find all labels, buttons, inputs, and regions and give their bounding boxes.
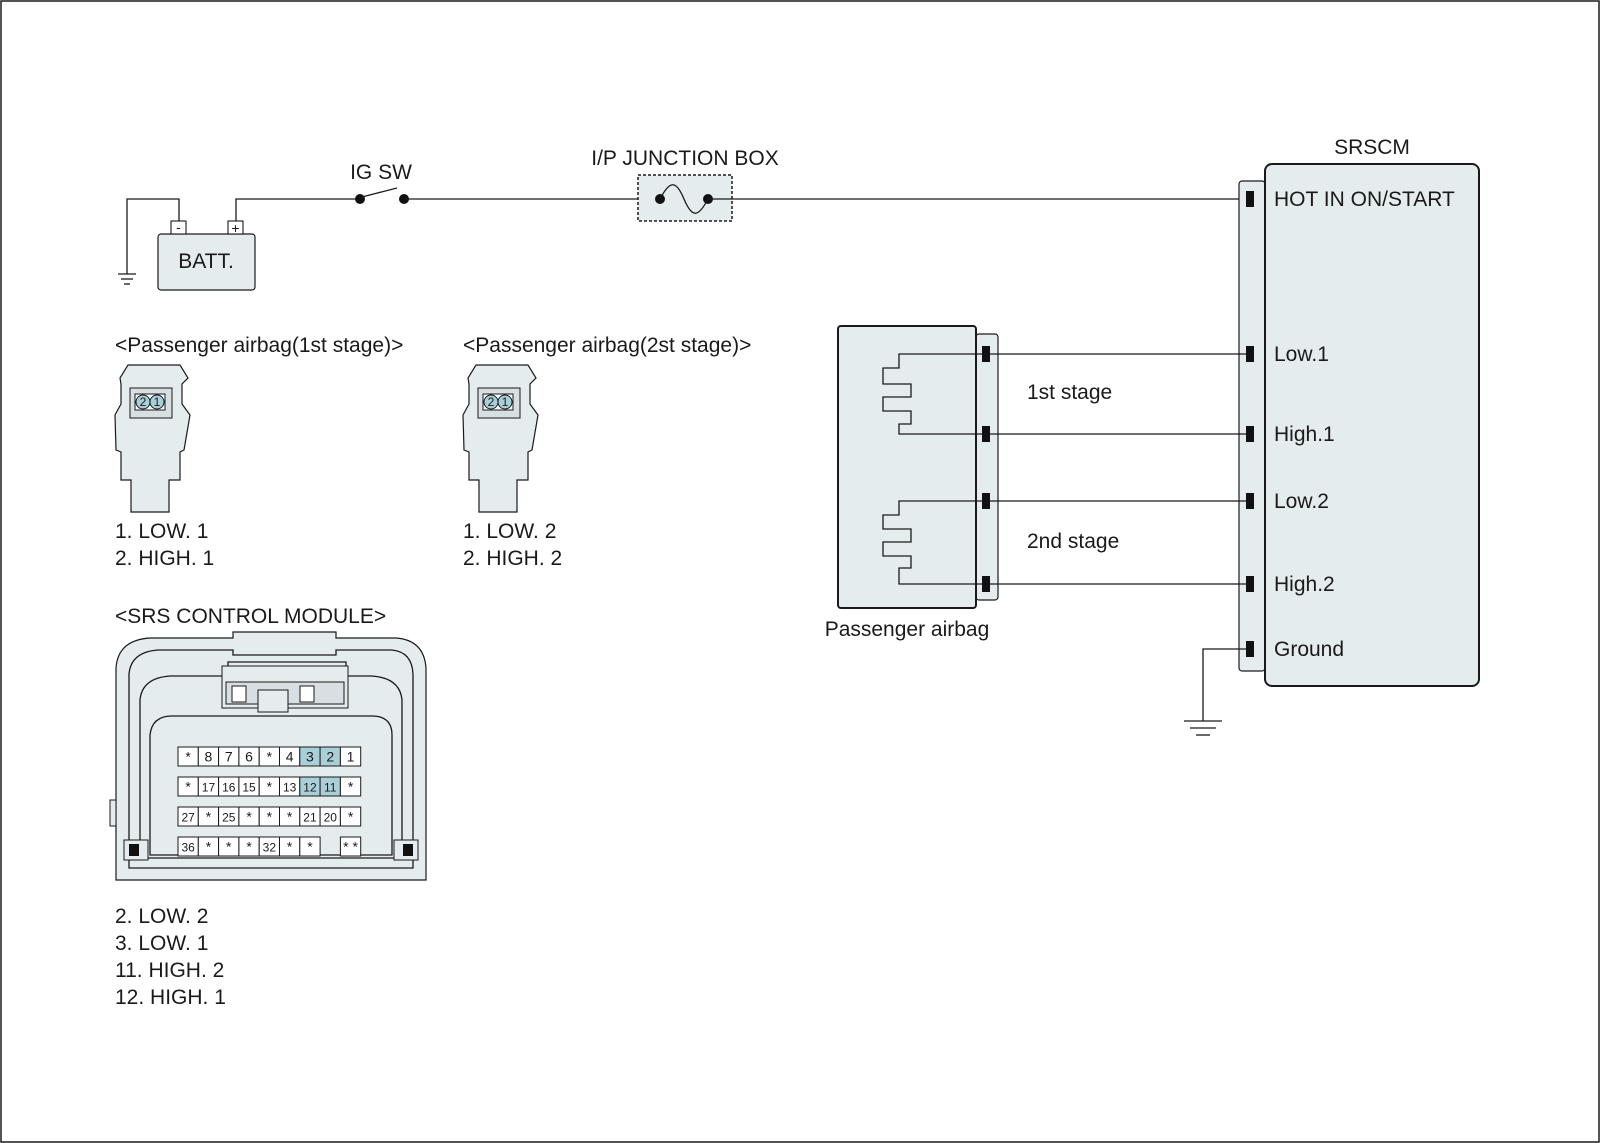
connector-1st-pin-desc-1: 1. LOW. 1 [115,520,208,543]
srs-pin-label: 2 [326,749,334,765]
srs-pin-label: * [287,809,293,825]
srs-pin-label: 21 [303,811,317,825]
battery: - + BATT. [157,219,256,291]
srscm-pin-ground: Ground [1274,638,1344,661]
srs-pin-label: 36 [181,841,195,855]
passenger-airbag: Passenger airbag [825,325,999,641]
passenger-airbag-label: Passenger airbag [825,618,990,641]
connector-2nd-title: <Passenger airbag(2st stage)> [463,334,751,357]
srs-pin-label: 20 [324,811,338,825]
srs-pin-label: 13 [283,781,297,795]
connector-1st-pin-desc-2: 2. HIGH. 1 [115,547,214,570]
srscm-pin-low1: Low.1 [1274,343,1329,366]
stage2-label: 2nd stage [1027,530,1119,553]
srs-pin-label: * [206,839,212,855]
junction-box: I/P JUNCTION BOX [591,147,779,222]
srs-pin-label: * [185,749,191,765]
srs-pin-label: 15 [242,781,256,795]
srs-pin-cell [339,776,362,797]
srs-pin-label: * [348,779,354,795]
connector-1st-housing-icon [114,364,191,513]
srs-pin-label: * * [343,839,358,855]
stage1-squib-icon [882,353,982,435]
battery-label: BATT. [178,250,234,273]
battery-negative-sign: - [176,219,181,235]
fuse-icon [659,184,709,214]
stage2-squib-icon [882,500,982,585]
srs-pin-label: * [185,779,191,795]
srs-pin-label: 11 [324,781,337,795]
srs-pin-label: 32 [263,841,277,855]
srscm-pin-high2: High.2 [1274,573,1335,596]
srs-module-pin-desc-2: 3. LOW. 1 [115,932,208,955]
airbag-harness: 1st stage 2nd stage [990,353,1246,585]
srs-pin-label: * [287,839,293,855]
srs-pin-label: * [226,839,232,855]
srs-pin-label: 1 [347,749,355,765]
srs-module-pin-desc-1: 2. LOW. 2 [115,905,208,928]
srs-pin-label: 12 [303,781,317,795]
connector-2nd-pin-1: 1 [502,395,509,409]
srscm-module: SRSCM HOT IN ON/START Low.1 High.1 Low.2… [1184,136,1480,736]
srs-pin-label: 17 [202,781,216,795]
connector-1st-stage: <Passenger airbag(1st stage)> 2 1 1. LOW… [114,334,403,570]
srs-module-pin-desc-4: 12. HIGH. 1 [115,986,226,1009]
srs-pin-cell [339,806,362,827]
srs-module-pin-desc-3: 11. HIGH. 2 [115,959,224,982]
connector-1st-pin-1: 1 [154,395,161,409]
srs-pin-label: 8 [205,749,213,765]
srs-module-title: <SRS CONTROL MODULE> [115,605,386,628]
srs-pin-cell [339,746,362,767]
srs-pin-label: * [267,809,273,825]
srs-pin-label: 3 [306,749,314,765]
connector-1st-pin-2: 2 [140,395,147,409]
stage1-label: 1st stage [1027,381,1112,404]
srs-pin-label: * [267,779,273,795]
srs-pin-label: * [307,839,313,855]
srs-pin-label: 16 [222,781,236,795]
srscm-title: SRSCM [1334,136,1410,159]
srs-pin-label: 6 [245,749,253,765]
srscm-pin-low2: Low.2 [1274,490,1329,513]
srs-pin-label: * [267,749,273,765]
srscm-pin-hot-in: HOT IN ON/START [1274,188,1455,211]
srs-pin-label: * [246,809,252,825]
ignition-switch-label: IG SW [350,161,412,184]
battery-positive-sign: + [231,220,239,236]
srs-pin-cell [299,836,321,857]
srscm-ground-symbol [1184,720,1222,736]
connector-2nd-stage: <Passenger airbag(2st stage)> 2 1 1. LOW… [462,334,751,570]
connector-2nd-pin-2: 2 [488,395,495,409]
battery-ground-symbol [118,273,136,285]
connector-2nd-pin-desc-1: 1. LOW. 2 [463,520,556,543]
power-circuit: - + BATT. IG SW I/P JUNCTION BOX [118,147,1250,291]
srscm-pin-high1: High.1 [1274,423,1335,446]
connector-1st-title: <Passenger airbag(1st stage)> [115,334,403,357]
srs-pin-label: * [246,839,252,855]
connector-2nd-pin-desc-2: 2. HIGH. 2 [463,547,562,570]
ignition-switch: IG SW [350,161,412,204]
connector-2nd-housing-icon [462,364,539,513]
srs-pin-label: 4 [286,749,294,765]
srs-pin-label: 7 [225,749,233,765]
srs-pin-cell [339,836,362,857]
srs-pin-label: * [206,809,212,825]
srs-pin-label: 27 [181,811,195,825]
junction-box-label: I/P JUNCTION BOX [591,147,778,170]
srs-pin-label: * [348,809,354,825]
srs-pin-label: 25 [222,811,236,825]
